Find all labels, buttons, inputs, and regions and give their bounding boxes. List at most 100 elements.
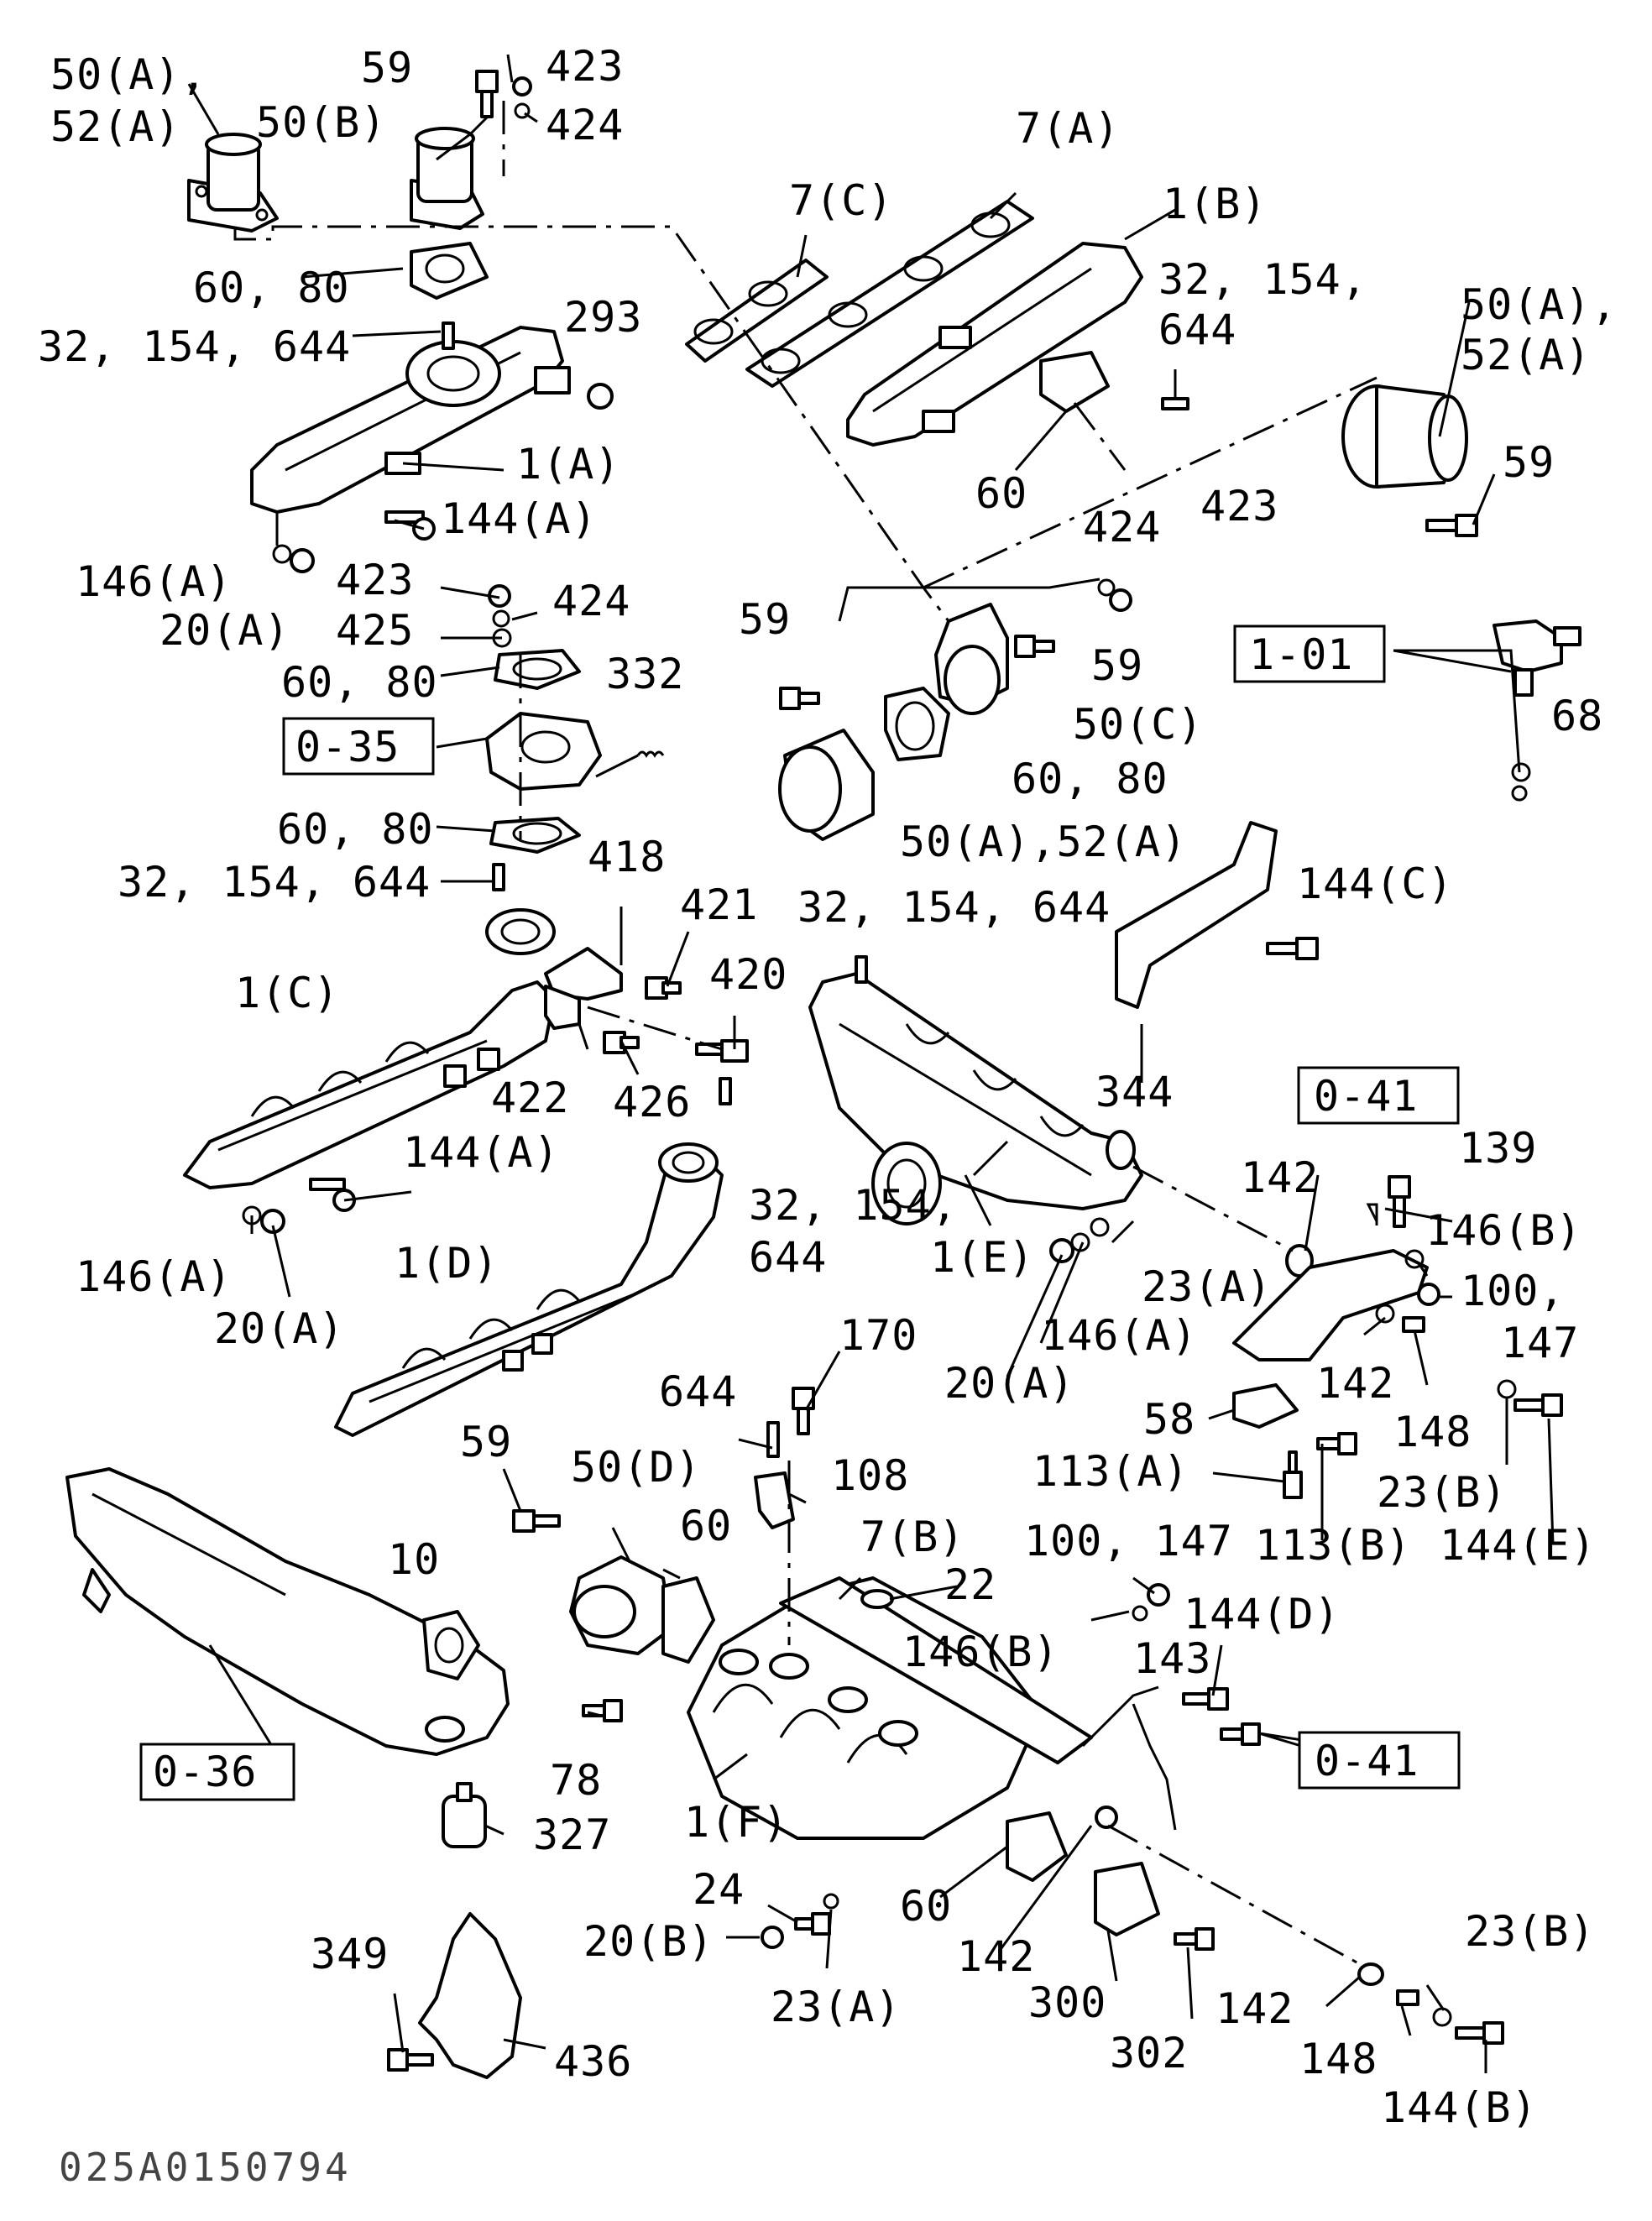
label-50a-52a-2a: 50(A),: [1461, 280, 1618, 329]
label-113b: 113(B): [1255, 1521, 1412, 1570]
bushing-142-lower: [1095, 1806, 1118, 1829]
label-32-5b: 644: [749, 1233, 827, 1282]
cover-300: [1094, 1862, 1160, 1936]
label-50a-52a-1a: 50(A),: [50, 50, 207, 99]
stud-32-top: [442, 321, 455, 350]
label-142-4: 142: [1215, 1984, 1294, 2033]
bolt-59-top: [475, 70, 499, 118]
label-23b-2: 23(B): [1465, 1907, 1596, 1956]
nut-100-147-lower: [1147, 1583, 1170, 1607]
label-300: 300: [1028, 1978, 1106, 2027]
bolt-113b: [1316, 1432, 1357, 1455]
nut-423-top: [512, 76, 532, 119]
ref-box-0-41-b[interactable]: 0-41: [1298, 1731, 1461, 1790]
label-426: 426: [613, 1078, 691, 1126]
label-7b: 7(B): [860, 1513, 965, 1561]
gasket-60-80-top: [410, 242, 489, 300]
nut-423-center: [1109, 588, 1132, 612]
label-100-147-2: 100, 147: [1024, 1517, 1233, 1565]
outlet-50a-right: [1341, 384, 1468, 489]
diagram-code: 025A0150794: [59, 2145, 352, 2190]
pipe-50a-center: [778, 729, 875, 841]
label-20b: 20(B): [583, 1917, 714, 1966]
label-1a: 1(A): [516, 440, 620, 489]
pipe-143: [1132, 1703, 1177, 1831]
washer-424-mid: [492, 609, 510, 628]
gasket-7c: [685, 259, 829, 363]
mount-327: [442, 1782, 487, 1848]
label-146b-2: 146(B): [902, 1628, 1059, 1676]
ref-box-0-36[interactable]: 0-36: [139, 1743, 295, 1801]
bolt-144c: [1266, 937, 1319, 960]
label-59-5: 59: [460, 1418, 512, 1466]
label-144e: 144(E): [1440, 1521, 1597, 1570]
nut-20a-right: [1049, 1238, 1074, 1263]
label-424-2: 424: [552, 577, 630, 625]
washer-68: [1511, 762, 1531, 782]
svg-text:0-41: 0-41: [1315, 1737, 1419, 1785]
label-60-80-3: 60, 80: [1012, 755, 1168, 803]
stud-32-right: [1161, 397, 1189, 410]
nut-20a-mid: [260, 1209, 285, 1234]
bolt-349: [387, 2048, 434, 2072]
stud-32-mid: [492, 863, 505, 891]
label-349: 349: [311, 1930, 389, 1978]
label-148-1: 148: [1393, 1408, 1472, 1456]
outlet-flange-50b-top: [410, 127, 484, 230]
stud-32-lower: [719, 1077, 732, 1105]
label-422: 422: [491, 1074, 569, 1122]
label-23b-1: 23(B): [1377, 1468, 1508, 1517]
elbow-50d: [569, 1555, 673, 1655]
svg-text:1-01: 1-01: [1249, 630, 1353, 679]
plug-22: [860, 1589, 894, 1609]
label-60-2: 60: [680, 1502, 732, 1550]
bolt-144a-mid: [309, 1178, 356, 1212]
label-144c: 144(C): [1297, 860, 1454, 908]
label-32-3: 32, 154, 644: [118, 858, 431, 907]
label-20a-1: 20(A): [159, 606, 290, 655]
manifold-1b: [846, 242, 1143, 447]
bushing-142-lower-right: [1357, 1962, 1384, 1986]
label-32-1: 32, 154, 644: [38, 322, 351, 371]
label-32-5a: 32, 154,: [749, 1181, 958, 1230]
outlet-50c: [934, 603, 1009, 715]
label-113a: 113(A): [1032, 1447, 1189, 1496]
ref-box-1-01[interactable]: 1-01: [1233, 624, 1386, 683]
bolt-24: [794, 1912, 831, 1936]
washer-23b-lower: [1432, 2007, 1452, 2027]
label-59-3: 59: [739, 595, 791, 644]
label-148-2: 148: [1299, 2035, 1378, 2083]
bolt-78: [582, 1699, 623, 1722]
label-423-1: 423: [546, 42, 624, 91]
label-50a-52a-1b: 52(A): [50, 102, 181, 151]
label-22: 22: [944, 1560, 996, 1609]
label-60-80-4: 60, 80: [277, 805, 434, 854]
label-139: 139: [1459, 1124, 1537, 1173]
label-32-2b: 644: [1158, 306, 1236, 354]
outlet-flange-50a-top: [187, 133, 279, 233]
label-327: 327: [533, 1811, 611, 1859]
label-146a-2: 146(A): [1041, 1311, 1198, 1360]
bracket-422: [544, 985, 581, 1030]
nut-20b: [761, 1926, 784, 1949]
ref-box-0-41-a[interactable]: 0-41: [1297, 1066, 1460, 1125]
label-644: 644: [659, 1367, 737, 1416]
label-50b: 50(B): [256, 98, 387, 147]
label-142-1: 142: [1241, 1153, 1319, 1202]
manifold-1e: [808, 972, 1143, 1225]
gasket-60-80-mid: [494, 649, 581, 690]
bolt-170: [792, 1387, 815, 1435]
washer-23b-right: [1497, 1379, 1517, 1399]
label-50d: 50(D): [571, 1443, 702, 1492]
washer-23a-lower: [823, 1893, 839, 1910]
label-424-1: 424: [546, 101, 624, 149]
label-20a-2: 20(A): [944, 1359, 1075, 1408]
ref-box-0-35[interactable]: 0-35: [282, 717, 435, 776]
label-24: 24: [693, 1865, 745, 1914]
bolt-421: [645, 976, 682, 1000]
label-418: 418: [588, 833, 666, 881]
label-423-3: 423: [1200, 482, 1278, 530]
spring-332: [595, 750, 665, 778]
bolt-59-center2: [1014, 635, 1055, 658]
label-1b: 1(B): [1163, 180, 1267, 228]
